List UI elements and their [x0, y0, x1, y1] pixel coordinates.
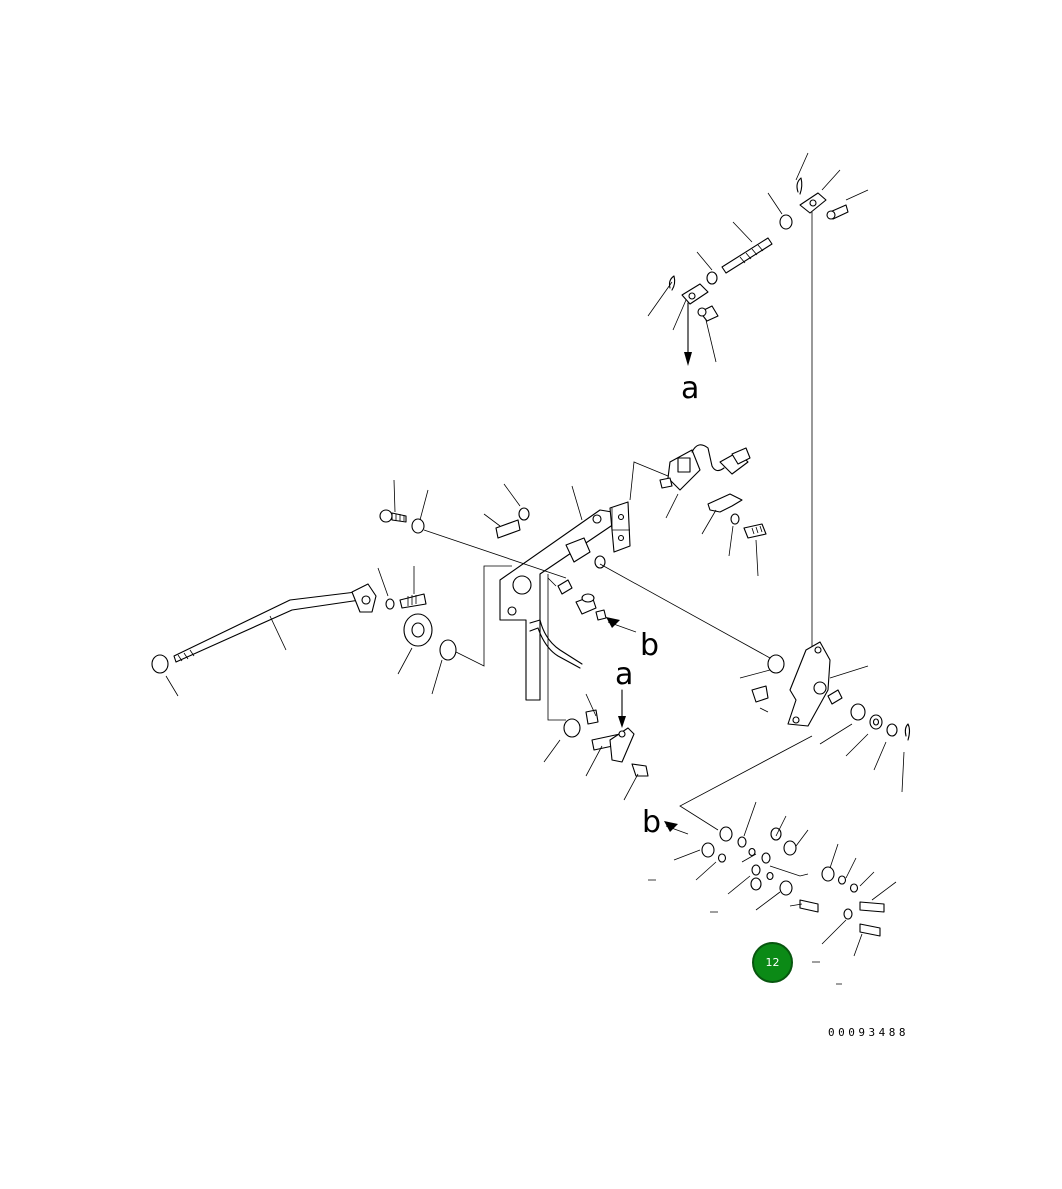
right-lever: [599, 563, 911, 831]
mounting-bracket: [499, 461, 669, 701]
bracket-bolts: [379, 479, 567, 579]
document-number: 00093488: [828, 1026, 909, 1039]
lower-link: [543, 574, 649, 801]
ref-letter-b-lower: b: [642, 805, 661, 840]
ref-arrow-b-upper: b: [606, 617, 659, 663]
lower-hardware: [648, 801, 897, 985]
control-lever: [151, 565, 512, 697]
ref-letter-a-top: a: [681, 371, 699, 406]
switch-assembly: [659, 444, 767, 577]
upper-rod-assembly: [647, 152, 869, 648]
ref-letter-a-lower: a: [615, 657, 633, 692]
ref-letter-b-upper: b: [640, 628, 659, 663]
page-number-badge[interactable]: 12: [752, 942, 793, 983]
